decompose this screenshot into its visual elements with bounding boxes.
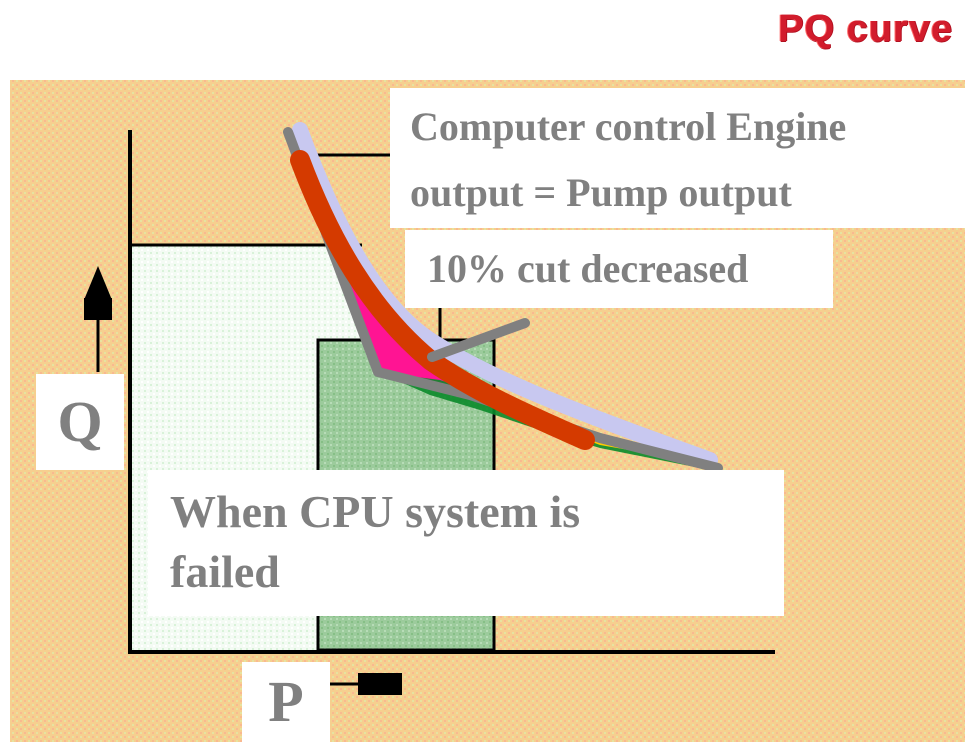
cut-decreased-label: 10% cut decreased [405,230,833,308]
engine-output-label: Computer control Engine output = Pump ou… [390,88,965,228]
q-axis-label: Q [36,374,124,470]
p-arrow-block [358,673,402,695]
engine-output-curve [292,122,718,468]
q-arrow-head [84,266,112,300]
cpu-failed-label: When CPU system is failed [148,470,784,616]
cpu-label-line-1: When CPU system is [170,486,581,537]
pq-curve-title: PQ curve [778,8,953,50]
p-axis-label: P [242,662,330,742]
cut-leader-line [427,318,530,362]
cut-label-text: 10% cut decreased [427,246,749,291]
cut-region-pink [330,240,580,438]
cpu-label-line-2: failed [170,546,280,597]
q-arrow-block [84,298,112,320]
engine-label-line-2: output = Pump output [410,170,792,215]
engine-label-line-1: Computer control Engine [410,104,847,149]
